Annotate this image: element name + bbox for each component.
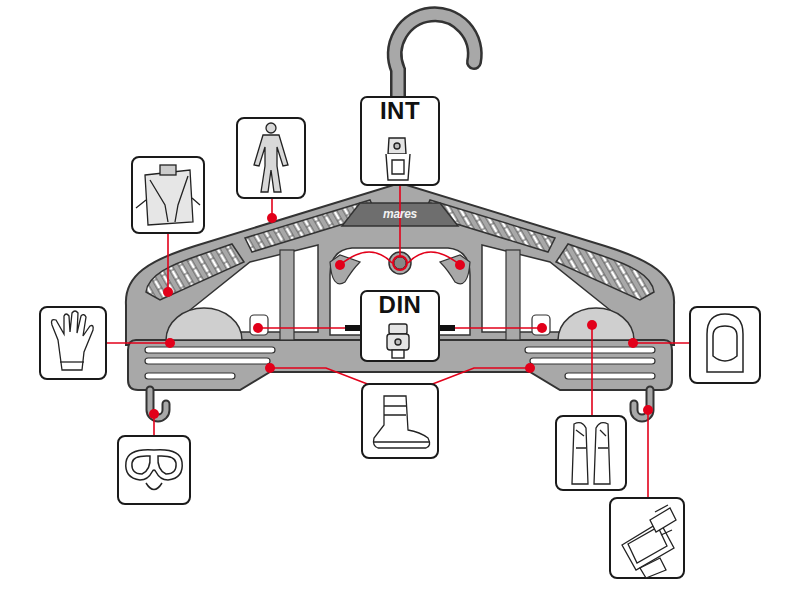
int-valve-box: INT bbox=[360, 96, 440, 186]
valve-type-label: INT bbox=[362, 98, 438, 124]
brand-logo: mares bbox=[368, 207, 432, 221]
din-valve-box: DIN bbox=[360, 290, 440, 362]
valve-type-label: DIN bbox=[362, 292, 438, 318]
